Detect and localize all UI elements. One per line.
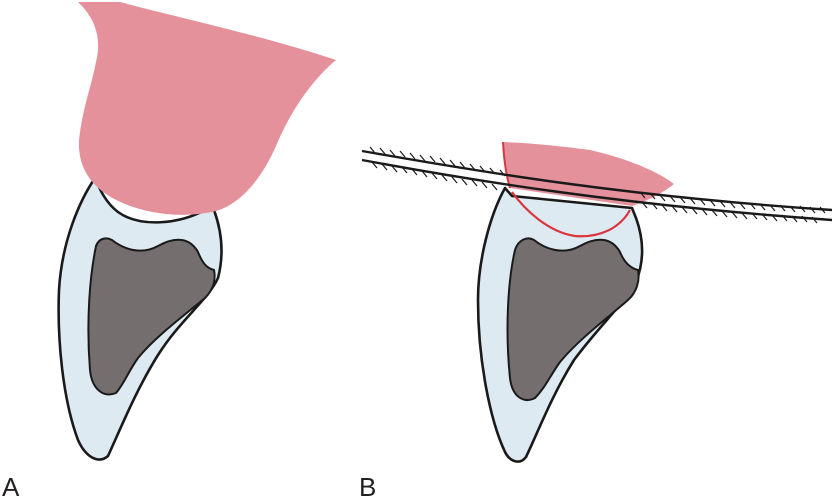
panel-b (361, 141, 833, 463)
panel-label-a: A (2, 472, 20, 502)
incision-line (511, 191, 631, 238)
pulp-a (87, 237, 216, 396)
gingiva-a (78, 2, 336, 215)
panel-a (57, 2, 336, 461)
panel-label-b: B (359, 472, 377, 502)
pulp-b (506, 237, 640, 401)
hatch-bottom (371, 161, 818, 224)
hatch-top (369, 146, 826, 214)
instrument-strip (361, 146, 833, 224)
